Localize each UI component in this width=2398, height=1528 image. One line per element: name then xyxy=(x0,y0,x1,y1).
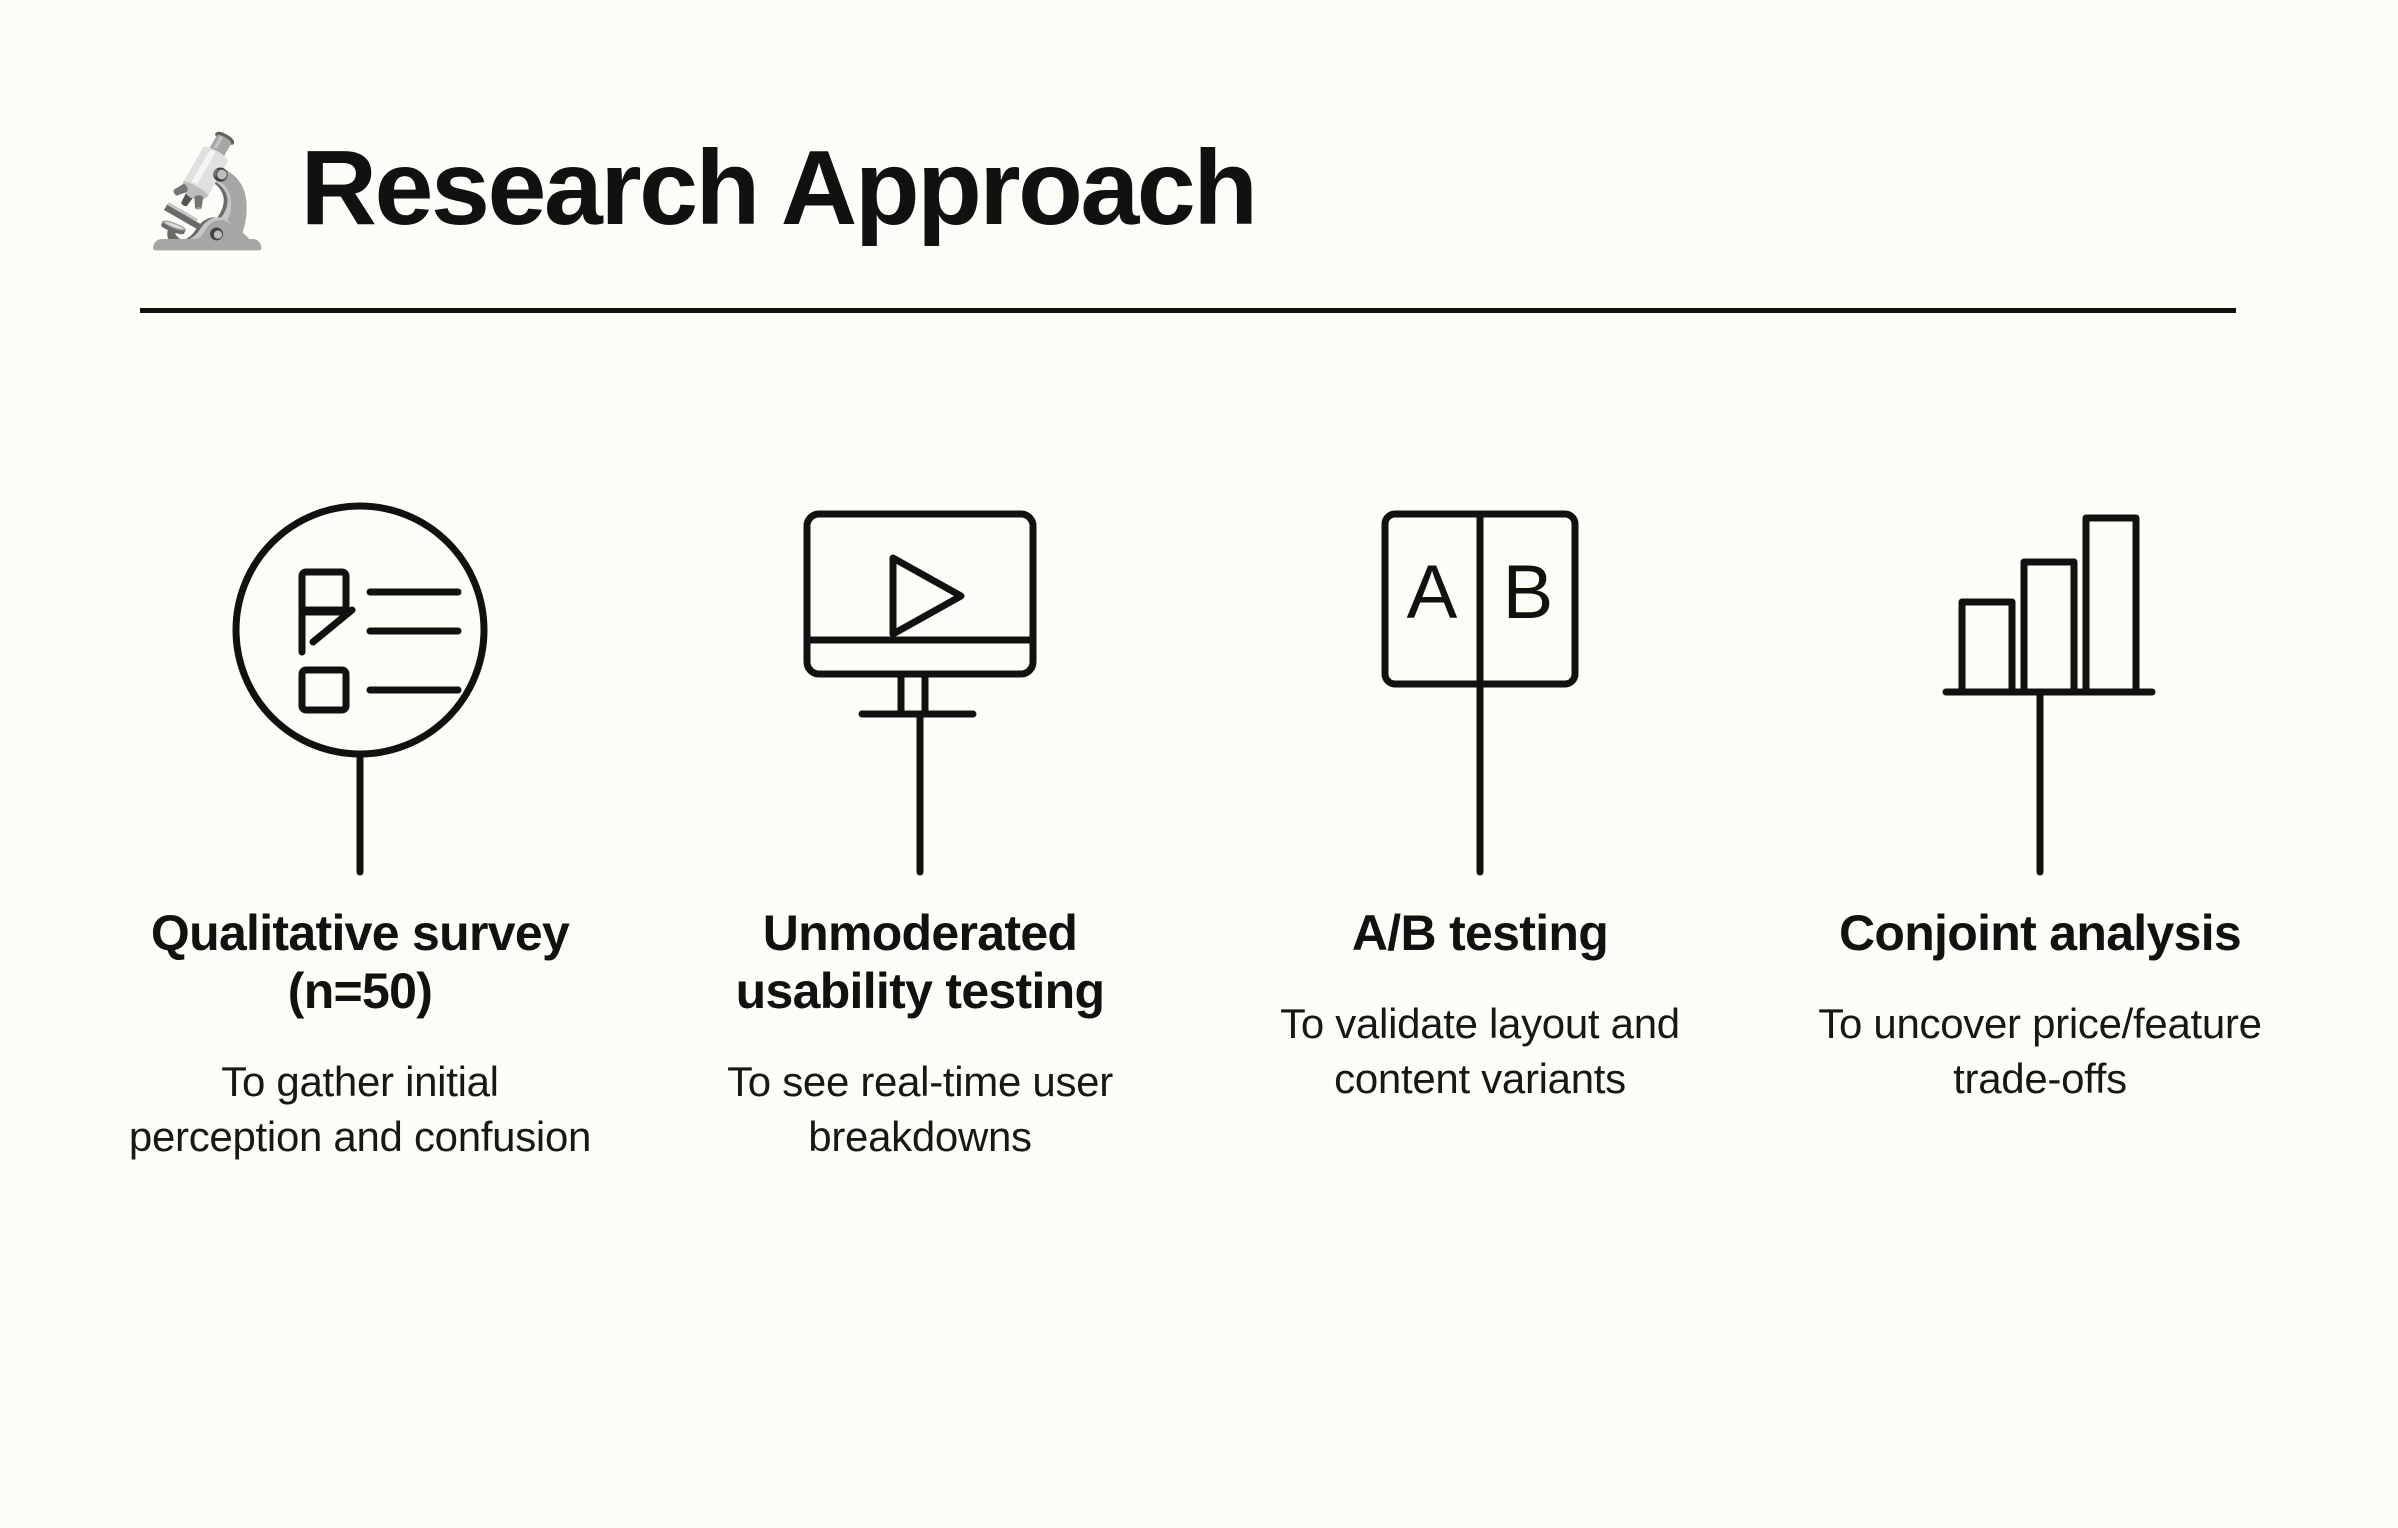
research-methods-row: Qualitative survey (n=50) To gather init… xyxy=(100,500,2300,1165)
method-column-ab-testing: A B A/B testing To validate layout and c… xyxy=(1220,500,1740,1107)
page-title: Research Approach xyxy=(300,129,1258,248)
method-column-qualitative-survey: Qualitative survey (n=50) To gather init… xyxy=(100,500,620,1165)
method-description: To uncover price/feature trade-offs xyxy=(1818,1000,2262,1103)
method-column-usability-testing: Unmoderated usability testing To see rea… xyxy=(660,500,1180,1165)
monitor-play-video-icon xyxy=(770,500,1070,890)
ab-label-a: A xyxy=(1407,550,1458,635)
method-title: Qualitative survey (n=50) xyxy=(150,905,570,1019)
method-description: To see real-time user breakdowns xyxy=(727,1058,1113,1161)
method-title: Unmoderated usability testing xyxy=(735,905,1105,1019)
ab-label-b: B xyxy=(1503,550,1554,635)
microscope-emoji-icon: 🔬 xyxy=(140,129,275,251)
method-description: To gather initial perception and confusi… xyxy=(128,1058,592,1161)
ab-split-test-icon: A B xyxy=(1330,500,1630,890)
method-title: Conjoint analysis xyxy=(1838,905,2242,961)
method-title: A/B testing xyxy=(1351,905,1609,961)
bar-chart-icon xyxy=(1890,500,2190,890)
method-description: To validate layout and content variants xyxy=(1280,1000,1680,1103)
slide-header: 🔬 Research Approach xyxy=(140,62,2240,315)
method-column-conjoint-analysis: Conjoint analysis To uncover price/featu… xyxy=(1780,500,2300,1107)
survey-checklist-circle-icon xyxy=(210,500,510,890)
header-divider xyxy=(140,308,2236,313)
